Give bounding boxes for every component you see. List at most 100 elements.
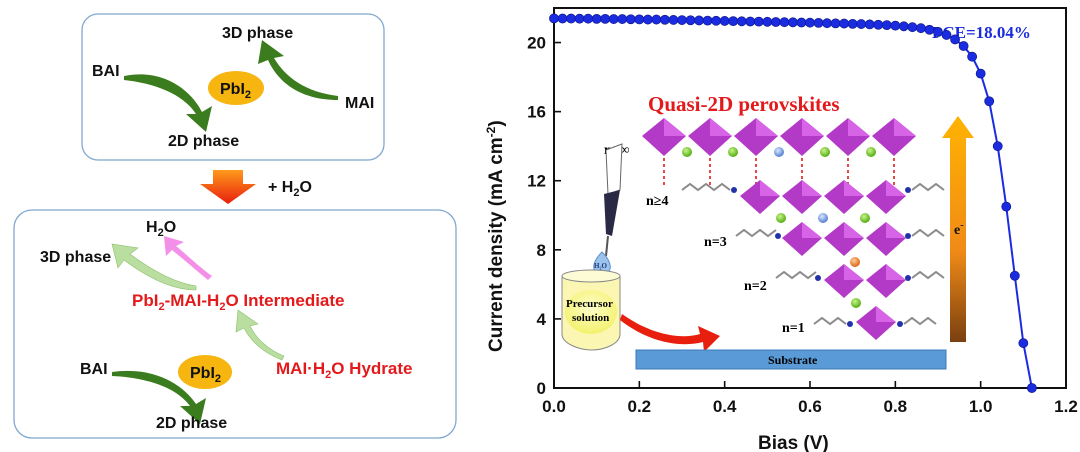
octahedra-row-n2 [824, 264, 906, 298]
jv-data-point [625, 14, 636, 25]
jv-data-point [1009, 270, 1020, 281]
jv-data-point [984, 96, 995, 107]
jv-data-point [864, 19, 875, 30]
cation-green [820, 147, 830, 157]
y-axis-label-main: Current density (mA cm [486, 137, 507, 352]
octahedron [740, 180, 780, 214]
pipette-icon [604, 143, 623, 257]
jv-data-point [762, 16, 773, 27]
jv-data-point [702, 15, 713, 26]
octahedron [872, 118, 916, 156]
intermediate-b-sub: 2 [219, 301, 225, 313]
top-pbi2-main: PbI [220, 81, 245, 98]
water-add-label: + H2O [268, 179, 312, 199]
octahedron [688, 118, 732, 156]
jv-data-point [975, 68, 986, 79]
jv-data-point [967, 51, 978, 62]
intermediate-c: O Intermediate [225, 291, 344, 310]
jv-data-point [557, 13, 568, 24]
cation-blue [818, 213, 828, 223]
octahedron [866, 222, 906, 256]
jv-data-point [839, 18, 850, 29]
top-bai-label: BAI [92, 63, 120, 80]
jv-data-point [822, 18, 832, 29]
cation-green [776, 213, 786, 223]
jv-data-point [1018, 338, 1029, 348]
bottom-3d-phase-label: 3D phase [40, 249, 111, 266]
hydrate-a: MAI·H [276, 359, 325, 378]
octahedra-row-inf [642, 118, 916, 156]
jv-data-point [566, 13, 576, 24]
red-curved-arrow-icon [620, 314, 720, 352]
bottom-bai-to-2d-arrow [112, 370, 206, 424]
jv-data-point [728, 16, 739, 27]
octahedron [824, 222, 864, 256]
y-axis-label-tail: ) [486, 120, 507, 126]
perovskite-inset: Quasi-2D perovskites [561, 92, 974, 370]
top-pbi2-ellipse [208, 71, 264, 105]
jv-data-point [941, 30, 952, 40]
inset-title: Quasi-2D perovskites [648, 92, 840, 116]
jv-data-point [898, 21, 909, 32]
x-tick-label: 1.0 [969, 397, 993, 416]
octahedron [734, 118, 778, 156]
jv-data-point [1026, 383, 1037, 393]
jv-data-point [856, 19, 867, 29]
bottom-h2o-sub: 2 [158, 227, 164, 239]
octahedron [856, 306, 896, 340]
jv-data-point [574, 13, 585, 24]
octahedra-row-n1 [856, 306, 896, 340]
cation-green [860, 213, 870, 223]
bottom-pbi2-ellipse [178, 355, 232, 389]
intermediate-b: -MAI-H [165, 291, 220, 310]
bottom-pbi2-sub: 2 [215, 373, 221, 385]
x-tick-label: 0.6 [798, 397, 822, 416]
x-axis-label: Bias (V) [758, 433, 829, 452]
jv-data-point [745, 16, 756, 27]
jv-data-point [830, 18, 841, 29]
hydrate-b: O Hydrate [331, 359, 412, 378]
jv-data-point [642, 14, 653, 25]
top-bai-to-2d-arrow [124, 74, 212, 132]
jv-data-point [813, 17, 824, 28]
jv-data-point [651, 14, 662, 25]
intermediate-a-sub: 2 [158, 301, 164, 313]
jv-data-point [736, 16, 747, 27]
intermediate-label: PbI2-MAI-H2O Intermediate [132, 291, 345, 313]
jv-data-point [668, 15, 679, 25]
water-add-main: + H [268, 179, 293, 196]
top-scheme-panel: 3D phase BAI MAI 2D phase PbI2 [81, 13, 385, 161]
jv-data-point [881, 20, 892, 30]
top-pbi2-text: PbI2 [220, 81, 251, 101]
intermediate-to-3d-arrow [111, 243, 197, 291]
jv-data-point [779, 17, 790, 28]
jv-data-point [583, 13, 594, 24]
electron-label: e- [954, 220, 964, 238]
bottom-h2o-main: H [146, 219, 158, 236]
row-label-n2: n=2 [744, 279, 767, 294]
y-tick-label: 0 [537, 379, 546, 398]
y-tick-label: 4 [537, 310, 547, 329]
x-tick-label: 0.8 [884, 397, 908, 416]
jv-data-point [847, 18, 858, 29]
bottom-panel-box [13, 209, 457, 439]
intermediate-to-water-arrow [164, 236, 212, 280]
jv-data-point [873, 19, 884, 30]
jv-data-point [907, 22, 918, 33]
y-tick-label: 8 [537, 241, 546, 260]
electron-label-sup: - [960, 220, 963, 231]
x-tick-label: 0.2 [628, 397, 652, 416]
jv-data-point [719, 16, 730, 26]
substrate-label: Substrate [768, 353, 818, 367]
jv-data-point [634, 14, 645, 25]
bottom-pbi2-text: PbI2 [190, 365, 221, 385]
beaker-icon [561, 269, 621, 351]
octahedron [782, 180, 822, 214]
top-pbi2-sub: 2 [245, 89, 251, 101]
octahedron [642, 118, 686, 156]
octahedron [866, 264, 906, 298]
jv-data-point [770, 17, 781, 27]
cation-green [728, 147, 738, 157]
row-label-n3: n=3 [704, 235, 727, 250]
